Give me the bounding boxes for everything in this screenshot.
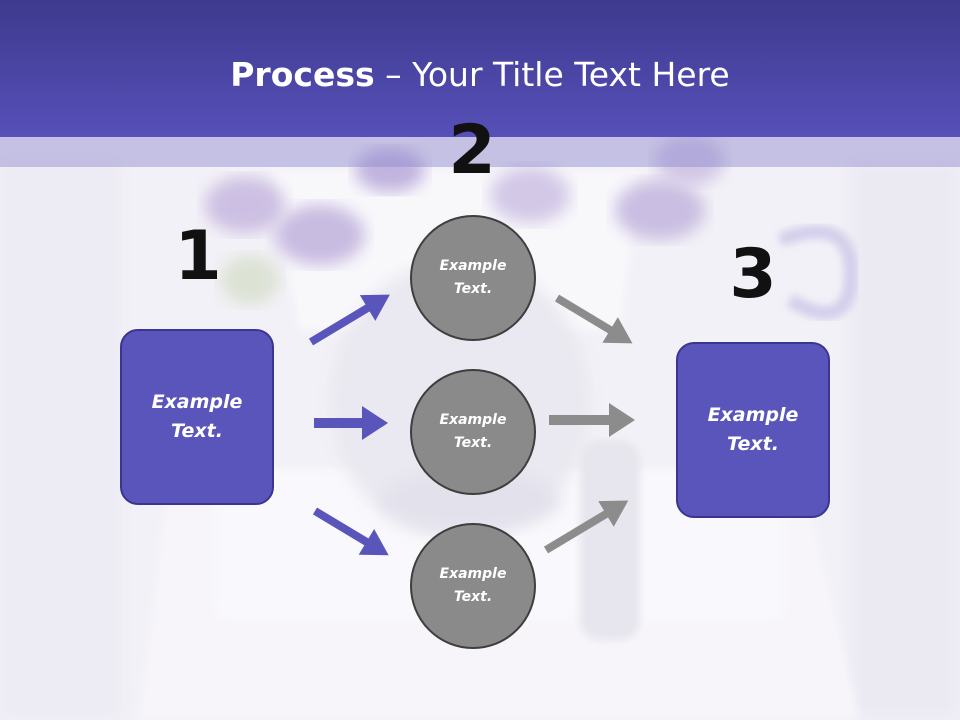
circle-step-bottom[interactable]: Example Text. (410, 523, 536, 649)
circle-text-top: Example Text. (439, 258, 507, 297)
arrow-right-icon (543, 500, 629, 554)
title-band (0, 137, 960, 167)
circle-text-bottom: Example Text. (439, 566, 507, 605)
circle-step-middle[interactable]: Example Text. (410, 369, 536, 495)
step-number-2: 2 (448, 111, 496, 190)
right-step-box[interactable]: Example Text. (676, 342, 830, 518)
circle-text-middle: Example Text. (439, 412, 507, 451)
arrow-right-icon (308, 294, 390, 346)
arrow-right-icon (554, 294, 633, 344)
left-step-text: Example Text. (151, 391, 243, 442)
slide-title: Process – Your Title Text Here (0, 52, 960, 98)
title-bar (0, 0, 960, 137)
arrow-right-icon (314, 406, 388, 440)
circle-step-top[interactable]: Example Text. (410, 215, 536, 341)
title-bold: Process (230, 55, 375, 94)
arrow-right-icon (549, 403, 635, 437)
arrow-right-icon (312, 507, 389, 556)
step-number-3: 3 (729, 235, 777, 314)
step-number-1: 1 (174, 217, 222, 296)
right-step-text: Example Text. (707, 404, 799, 455)
left-step-box[interactable]: Example Text. (120, 329, 274, 505)
title-rest: – Your Title Text Here (374, 55, 730, 94)
